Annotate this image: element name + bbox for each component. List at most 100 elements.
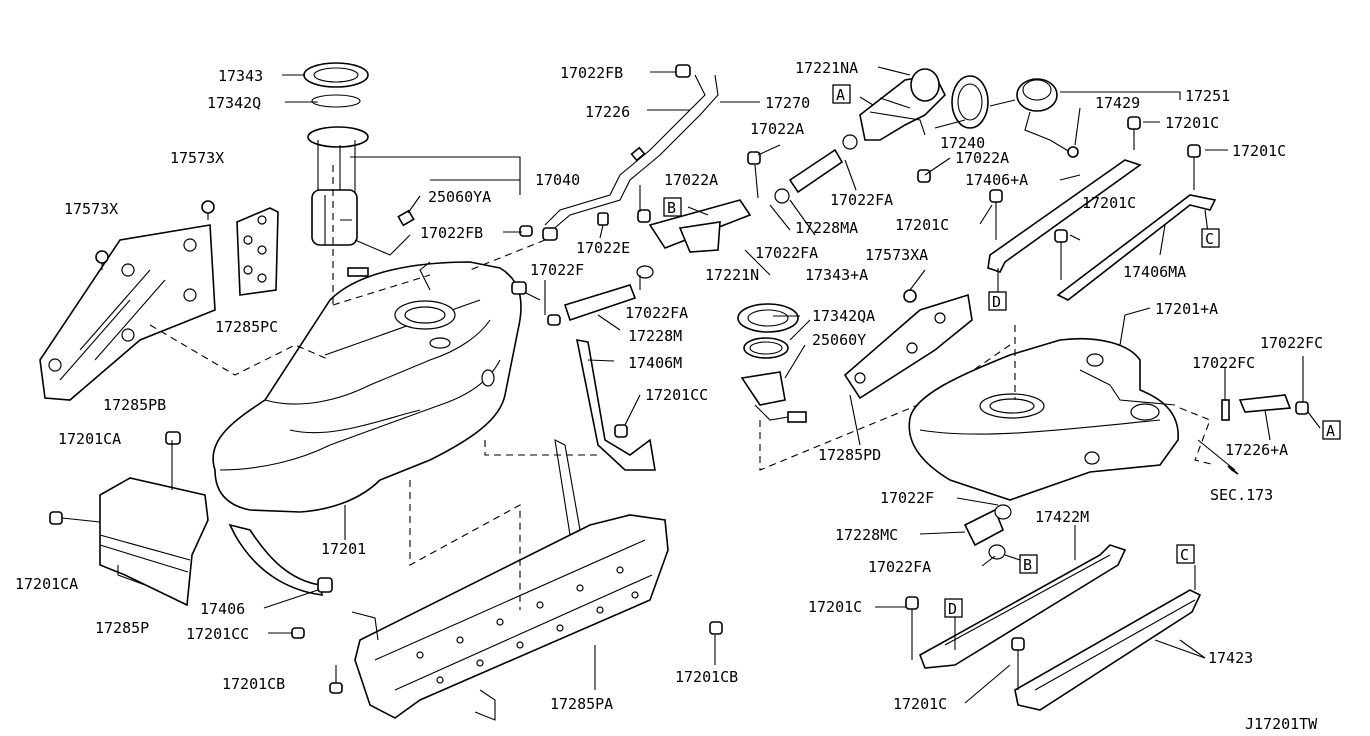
callout-a-top: A (836, 86, 845, 104)
label-17201a: 17201+A (1155, 300, 1218, 318)
fuel-tank-left (212, 261, 522, 513)
callout-box-c-top: C (1201, 228, 1220, 248)
label-17226a: 17226+A (1225, 441, 1288, 459)
heat-shield-17285PD (843, 289, 973, 400)
filler-neck (637, 68, 946, 253)
label-17022f-top: 17022F (530, 261, 584, 279)
label-17201c-1: 17201C (1165, 114, 1219, 132)
label-17201c-5: 17201C (808, 598, 862, 616)
label-17022fb-mid: 17022FB (420, 224, 483, 242)
label-17221n: 17221N (705, 266, 759, 284)
label-17022fc-a: 17022FC (1260, 334, 1323, 352)
callout-box-a-top: A (832, 84, 851, 104)
fuel-tank-right (908, 325, 1309, 501)
clip-17573X (95, 200, 215, 270)
label-17573xa: 17573XA (865, 246, 928, 264)
label-17423: 17423 (1208, 649, 1253, 667)
callout-box-d-top: D (988, 291, 1007, 311)
label-17022fa-b: 17022FA (755, 244, 818, 262)
callout-d-bottom: D (948, 600, 957, 618)
label-17406: 17406 (200, 600, 245, 618)
fuel-pump-17040 (303, 62, 431, 306)
label-17022fa-top: 17022FA (830, 191, 893, 209)
label-17201cc-bot: 17201CC (186, 625, 249, 643)
strap-17406M (484, 339, 656, 471)
label-17228mc: 17228MC (835, 526, 898, 544)
label-17342qa: 17342QA (812, 307, 875, 325)
label-17285pc: 17285PC (215, 318, 278, 336)
label-17040: 17040 (535, 171, 580, 189)
label-17573x-b: 17573X (64, 200, 118, 218)
label-25060y: 25060Y (812, 331, 866, 349)
label-17201: 17201 (321, 540, 366, 558)
leader-lines (117, 66, 1321, 704)
label-17342q: 17342Q (207, 94, 261, 112)
heat-shield-17285P (49, 431, 209, 607)
bracket-17285PC (236, 207, 279, 296)
label-17343a: 17343+A (805, 266, 868, 284)
callout-box-a-right: A (1322, 420, 1341, 440)
part-labels: 17343 17342Q 17573X 17573X 17285PC 17285… (15, 59, 1323, 733)
label-17226: 17226 (585, 103, 630, 121)
label-17429: 17429 (1095, 94, 1140, 112)
label-17022f-bot: 17022F (880, 489, 934, 507)
label-25060ya: 25060YA (428, 188, 491, 206)
label-17240: 17240 (940, 134, 985, 152)
diagram-id: J17201TW (1245, 715, 1318, 733)
label-17201c-3: 17201C (895, 216, 949, 234)
callout-c-bottom: C (1180, 546, 1189, 564)
label-17201c-4: 17201C (1082, 194, 1136, 212)
label-17022fa-bot: 17022FA (868, 558, 931, 576)
hose-17228M (511, 265, 654, 326)
strap-17406 (228, 523, 333, 639)
callout-box-b-top: B (663, 197, 682, 217)
label-17022a-right: 17022A (955, 149, 1009, 167)
label-17022a-top: 17022A (750, 120, 804, 138)
label-17406a: 17406+A (965, 171, 1028, 189)
label-17285p: 17285P (95, 619, 149, 637)
skid-plate-holes (416, 566, 639, 684)
label-17251: 17251 (1185, 87, 1230, 105)
label-17285pd: 17285PD (818, 446, 881, 464)
crossmembers (905, 544, 1202, 711)
label-17285pa: 17285PA (550, 695, 613, 713)
label-17022fb-top: 17022FB (560, 64, 623, 82)
fuel-pump-sub (737, 303, 1011, 471)
label-17201c-2: 17201C (1232, 142, 1286, 160)
label-17406m: 17406M (628, 354, 682, 372)
label-17573x-a: 17573X (170, 149, 224, 167)
callout-box-d-bottom: D (944, 598, 963, 618)
hose-17228MA (774, 134, 858, 204)
label-17228m: 17228M (628, 327, 682, 345)
label-17422m: 17422M (1035, 508, 1089, 526)
label-17406ma: 17406MA (1123, 263, 1186, 281)
callout-d-top: D (992, 293, 1001, 311)
label-17201cb-right: 17201CB (675, 668, 738, 686)
filler-tubes (469, 64, 719, 271)
label-17201cc-mid: 17201CC (645, 386, 708, 404)
label-sec173: SEC.173 (1210, 486, 1273, 504)
label-17285pb: 17285PB (103, 396, 166, 414)
label-17343: 17343 (218, 67, 263, 85)
label-17228ma: 17228MA (795, 219, 858, 237)
hose-17228MC (963, 504, 1012, 560)
callout-a-right: A (1326, 422, 1335, 440)
callout-b-top: B (667, 199, 676, 217)
label-17201cb-left: 17201CB (222, 675, 285, 693)
label-17022a-mid: 17022A (664, 171, 718, 189)
skid-plate-17285PA (329, 439, 723, 721)
label-17022fc-b: 17022FC (1192, 354, 1255, 372)
straps-right (987, 116, 1217, 301)
label-17270: 17270 (765, 94, 810, 112)
callout-c-top: C (1205, 230, 1214, 248)
label-17201c-6: 17201C (893, 695, 947, 713)
callout-box-b-bottom: B (1019, 554, 1038, 574)
callout-box-c-bottom: C (1176, 544, 1195, 564)
label-17022e: 17022E (576, 239, 630, 257)
heat-shield-17285PB (39, 224, 331, 401)
label-17221na: 17221NA (795, 59, 858, 77)
label-17201ca-bot: 17201CA (15, 575, 78, 593)
label-17201ca-top: 17201CA (58, 430, 121, 448)
label-17022fa-mid: 17022FA (625, 304, 688, 322)
